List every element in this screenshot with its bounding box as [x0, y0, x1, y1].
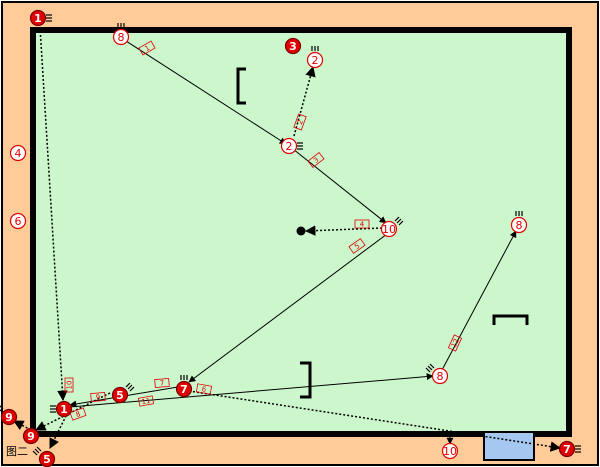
step-tag-1: 1 — [138, 40, 156, 56]
player-p8-top: 8 — [112, 23, 130, 46]
player-marker — [112, 28, 130, 46]
player-p7-low: 7 — [175, 375, 193, 398]
player-marker — [284, 37, 302, 55]
step-tag-5: 5 — [348, 238, 366, 254]
goal-box — [483, 431, 535, 461]
player-number: 8 — [118, 31, 125, 44]
pass-line-5 — [188, 233, 388, 383]
player-p2-mid: 2 — [280, 137, 303, 155]
player-marker — [380, 220, 398, 238]
run-line-4 — [304, 225, 383, 236]
step-tag-label: 3 — [312, 156, 320, 165]
step-tag-8: 8 — [69, 407, 87, 421]
step-tag-9: 9 — [90, 391, 106, 403]
player-p9-left: 9 — [0, 405, 18, 426]
run-line-8 — [49, 411, 69, 449]
player-number: 4 — [15, 147, 22, 160]
player-number: 6 — [15, 215, 22, 228]
player-marker — [175, 380, 193, 398]
step-tag-label: 2 — [296, 119, 305, 126]
step-tag-7: 7 — [154, 377, 170, 389]
player-marker — [111, 386, 129, 404]
diagram-caption: 图二 — [6, 445, 28, 458]
mini-goal-right — [492, 314, 529, 325]
step-tag-3: 3 — [307, 151, 325, 169]
step-tag-11: 11 — [137, 395, 155, 407]
player-number: 2 — [312, 54, 319, 67]
step-tag-label: 8 — [75, 410, 82, 419]
run-line-corner — [13, 420, 32, 431]
player-p8-right: 8 — [510, 211, 528, 234]
player-p8-low: 8 — [425, 363, 449, 385]
player-p3: 3 — [284, 37, 302, 55]
player-marker — [510, 216, 528, 234]
player-marker — [55, 400, 73, 418]
step-tag-label: 4 — [360, 221, 365, 229]
player-number: 9 — [5, 411, 13, 424]
player-p1-top: 1 — [29, 9, 52, 27]
player-marker — [306, 51, 324, 69]
player-marker — [558, 440, 576, 458]
step-tag-label: 12 — [450, 337, 461, 348]
player-number: 2 — [286, 140, 293, 153]
player-number: 7 — [180, 383, 188, 396]
player-number: 9 — [27, 430, 35, 443]
player-marker — [29, 9, 47, 27]
player-p5-low: 5 — [111, 382, 135, 404]
player-number: 8 — [437, 370, 444, 383]
player-number: 5 — [116, 389, 124, 402]
ball — [296, 226, 306, 236]
step-tag-2: 2 — [293, 113, 307, 131]
player-marker — [441, 442, 459, 460]
pass-line-12 — [69, 373, 434, 408]
player-p10-mid: 10 — [380, 216, 404, 238]
mini-goal-low — [300, 361, 312, 399]
player-marker — [9, 144, 27, 162]
step-tag-6: 6 — [195, 383, 213, 395]
player-number: 8 — [516, 219, 523, 232]
player-p4: 4 — [9, 144, 27, 162]
player-marker — [22, 427, 40, 445]
step-tag-4: 4 — [354, 219, 370, 229]
player-number: 1 — [60, 403, 68, 416]
player-p9-corner: 9 — [22, 427, 40, 445]
player-marker — [9, 212, 27, 230]
player-p2-top: 2 — [306, 46, 324, 69]
pass-line-13 — [441, 230, 517, 371]
player-marker — [0, 408, 18, 426]
step-tag-12: 12 — [447, 334, 463, 352]
player-number: 10 — [382, 223, 396, 236]
player-number: 3 — [289, 40, 297, 53]
run-line-7 — [188, 390, 562, 452]
step-tag-label: 6 — [201, 385, 207, 394]
step-tag-label: 9 — [95, 393, 100, 401]
step-tag-label: 10 — [66, 381, 74, 390]
mini-goal-top — [236, 67, 246, 105]
step-tag-label: 1 — [143, 44, 151, 53]
player-number: 1 — [34, 12, 42, 25]
player-p1-low: 1 — [50, 400, 73, 418]
step-tag-label: 5 — [353, 242, 361, 251]
player-number: 7 — [563, 443, 571, 456]
player-p10-bottom: 10 — [441, 442, 459, 460]
step-tag-label: 11 — [141, 397, 151, 406]
player-p6: 6 — [9, 212, 27, 230]
player-p7-bottom: 7 — [558, 440, 581, 458]
step-tag-10: 10 — [64, 377, 74, 393]
pass-line-1 — [125, 40, 287, 145]
player-marker — [431, 367, 449, 385]
player-number: 5 — [43, 453, 51, 466]
player-marker — [280, 137, 298, 155]
step-tag-label: 7 — [159, 379, 164, 387]
player-number: 10 — [443, 445, 457, 458]
